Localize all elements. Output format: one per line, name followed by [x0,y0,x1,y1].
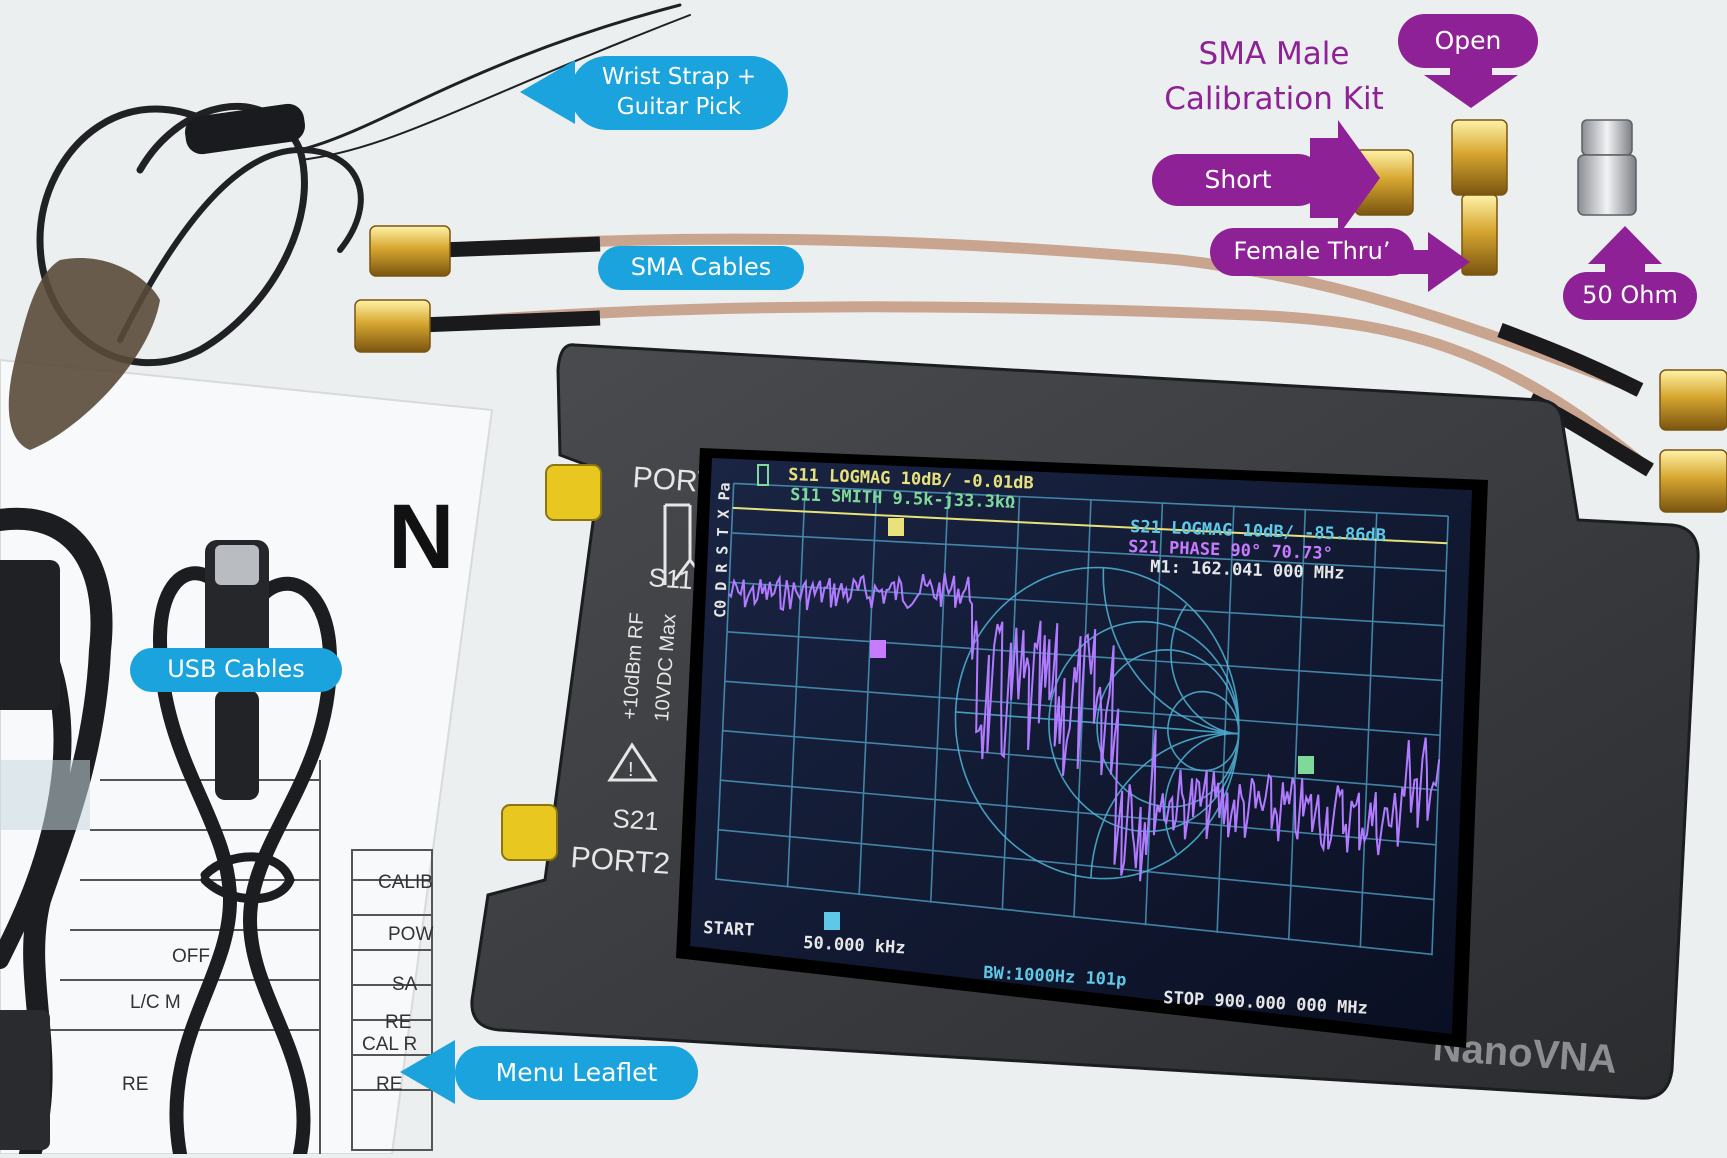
smith-chart-circle [1090,732,1239,879]
smith-chart-circle [954,566,1240,880]
leaflet-row: SA [392,974,418,995]
screen-grid-line [729,581,1445,627]
s11-logmag-trace [732,506,1448,545]
marker-icon [870,640,886,658]
port1-connector [545,464,602,521]
screen-grid-line [722,729,1439,791]
usb-cables-callout: USB Cables [130,648,342,692]
leaflet-row: RE [376,1074,402,1095]
port2-label: PORT2 [570,841,672,881]
female-thru-callout: Female Thru’ [1210,228,1414,276]
fifty-ohm-callout: 50 Ohm [1563,272,1697,320]
warning-icon [607,742,658,782]
short-callout: Short [1152,154,1324,206]
leaflet-row: RE [385,1012,411,1033]
screen-grid-line [720,779,1437,846]
svg-text:!: ! [628,759,634,781]
s21-logmag-trace [728,572,1441,882]
leaflet-heading: N [388,486,454,588]
start-label: START [703,918,755,941]
screen-grid-line [715,878,1433,956]
wrist-strap [36,3,691,367]
leaflet-row: RE [122,1074,148,1095]
smith-chart-circle [1163,732,1239,855]
usb-cable-left [0,507,113,1158]
smith-chart-axis [955,711,1239,735]
port2-connector [501,804,558,861]
marker-icon [1298,756,1314,774]
sma-cables-callout: SMA Cables [598,246,804,290]
calibration-kit-title: SMA Male Calibration Kit [1164,36,1384,117]
screen-grid-line [733,482,1449,517]
battery-icon [757,464,769,486]
vna-screen: S11 LOGMAG 10dB/ -0.01dB S11 SMITH 9.5k-… [676,448,1488,1048]
leaflet-row: POW [388,924,433,945]
screen-grid-line [731,532,1447,572]
s11-label: S11 [648,562,694,595]
marker-icon [824,912,840,930]
screen-grid-line [1431,516,1449,956]
leaflet-row: L/C M [130,992,181,1013]
open-connector [1451,119,1508,276]
wrist-strap-callout: Wrist Strap + Guitar Pick [570,56,788,130]
callout-arrows [400,60,1662,1104]
marker-icon [888,518,904,536]
menu-leaflet-callout: Menu Leaflet [455,1046,698,1100]
usb-c-cable [152,540,338,1158]
guitar-pick [8,258,160,450]
smith-chart-circle [1102,567,1239,735]
leaflet-row: CAL R [362,1034,417,1055]
leaflet-row: OFF [172,946,210,967]
side-menu-readout: C0 D R S T X Pa [711,482,734,618]
s21-label: S21 [612,803,660,836]
screen-grid-line [724,680,1441,737]
smith-chart-circle [1170,604,1239,735]
fifty-ohm-load [1577,119,1637,216]
open-callout: Open [1398,14,1538,68]
leaflet-row: CALIB [378,872,433,893]
screen-grid-line [718,828,1435,901]
